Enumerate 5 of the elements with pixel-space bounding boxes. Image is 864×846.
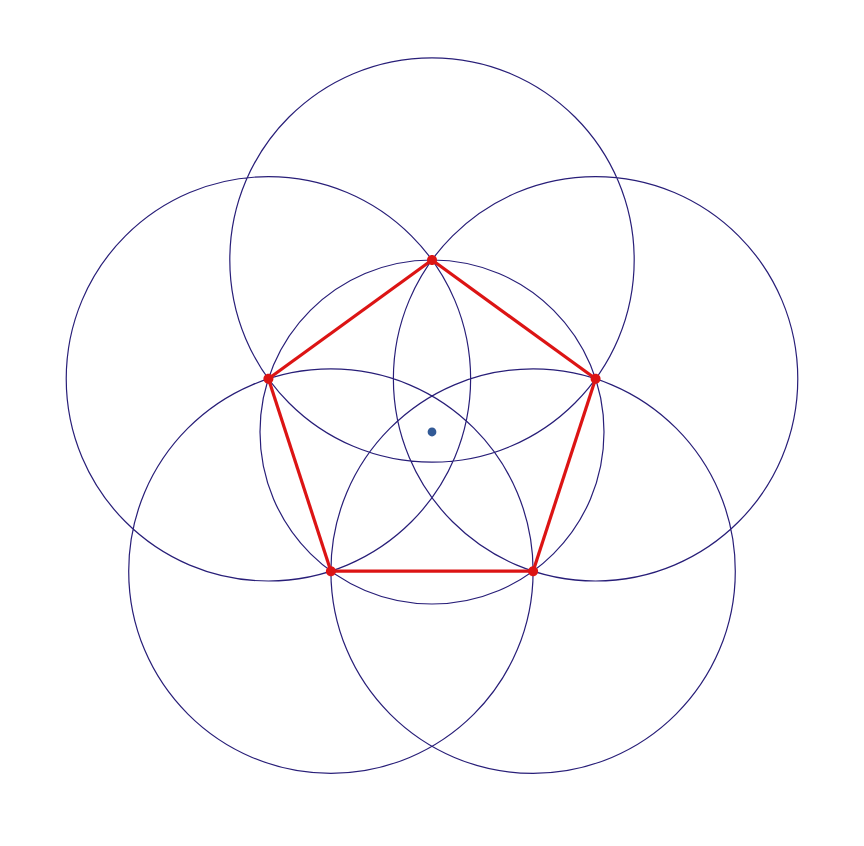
pentagon-side: [266, 378, 333, 572]
pentagon-side: [431, 258, 597, 381]
pentagon-side: [531, 378, 598, 572]
pentagon-side: [267, 258, 433, 381]
pentagon-side: [330, 569, 534, 573]
